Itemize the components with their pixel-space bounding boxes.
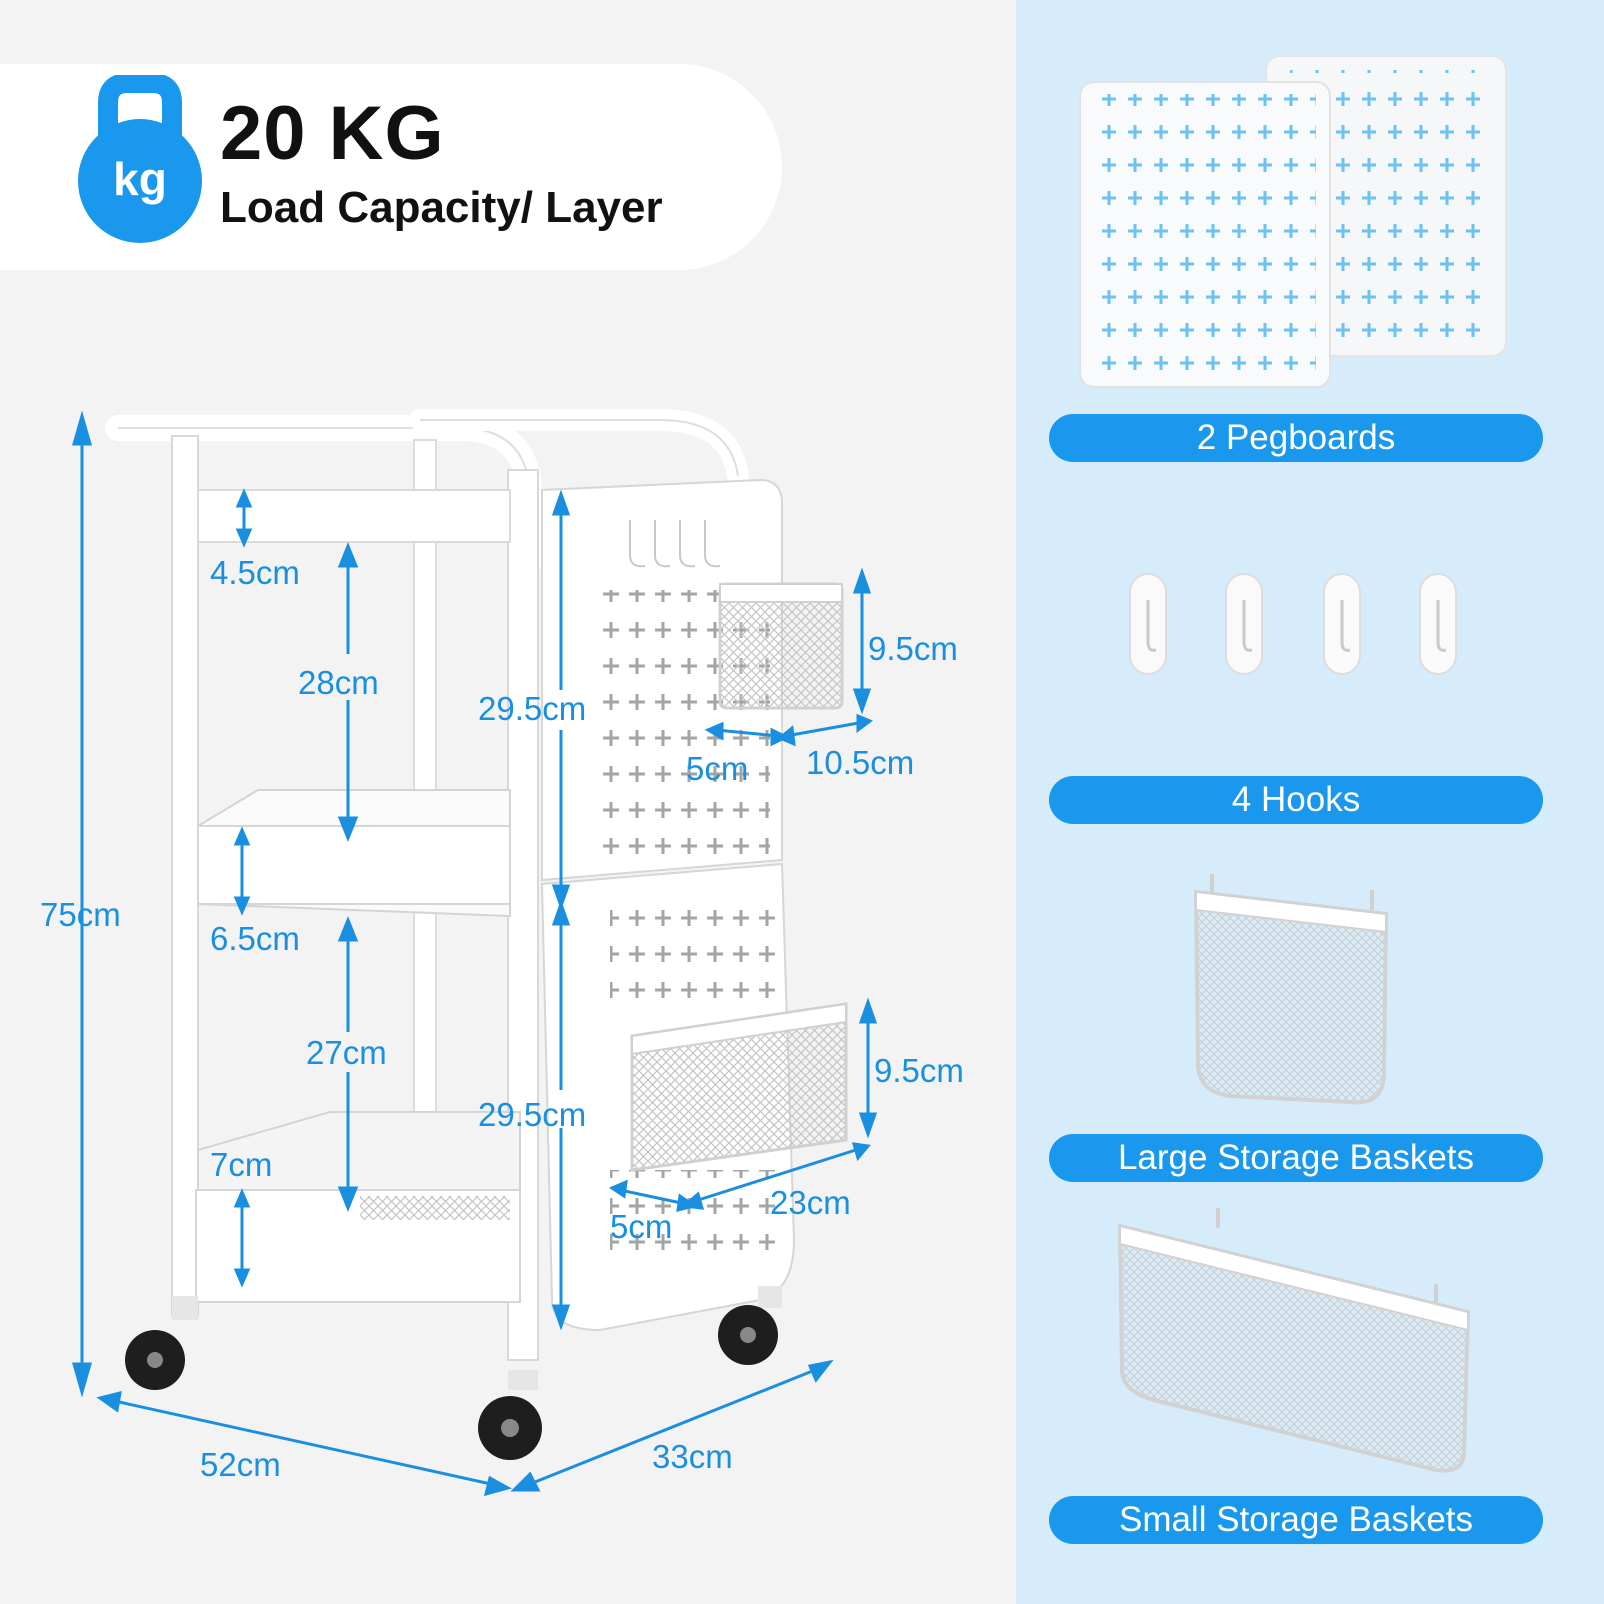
dim-depth: 33cm [652, 1438, 733, 1475]
accessory-label-hooks: 4 Hooks [1049, 776, 1543, 824]
kettlebell-icon: kg [78, 75, 202, 243]
dim-large-basket-depth: 5cm [610, 1208, 673, 1245]
caster-wheels [125, 1286, 782, 1460]
accessory-label-pegboards: 2 Pegboards [1049, 414, 1543, 462]
large-basket-image [1193, 874, 1389, 1105]
dim-small-basket-height: 9.5cm [868, 630, 958, 667]
dim-total-height: 75cm [40, 896, 121, 933]
dim-small-basket-depth: 5cm [686, 750, 749, 787]
dim-shelf2-lip: 6.5cm [210, 920, 300, 957]
pegboards-image [1079, 55, 1507, 388]
cart-illustration [72, 409, 878, 1497]
dim-shelf3-lip: 7cm [210, 1146, 273, 1183]
dim-width: 52cm [200, 1446, 281, 1483]
small-basket-image [1117, 1208, 1471, 1473]
dim-large-basket-height: 9.5cm [874, 1052, 964, 1089]
load-title: 20 KG [220, 91, 445, 176]
dim-top-rail: 4.5cm [210, 554, 300, 591]
dim-pegboard-lower: 29.5cm [478, 1096, 587, 1133]
dim-shelf1-gap: 28cm [298, 664, 379, 701]
accessory-label-large-baskets: Large Storage Baskets [1049, 1134, 1543, 1182]
load-subtitle: Load Capacity/ Layer [220, 183, 663, 232]
dim-small-basket-width: 10.5cm [806, 744, 915, 781]
kettlebell-label: kg [113, 153, 167, 205]
hooks-image [1129, 573, 1457, 675]
accessory-label-small-baskets: Small Storage Baskets [1049, 1496, 1543, 1544]
dim-large-basket-width: 23cm [770, 1184, 851, 1221]
dim-shelf2-gap: 27cm [306, 1034, 387, 1071]
dim-pegboard-upper: 29.5cm [478, 690, 587, 727]
